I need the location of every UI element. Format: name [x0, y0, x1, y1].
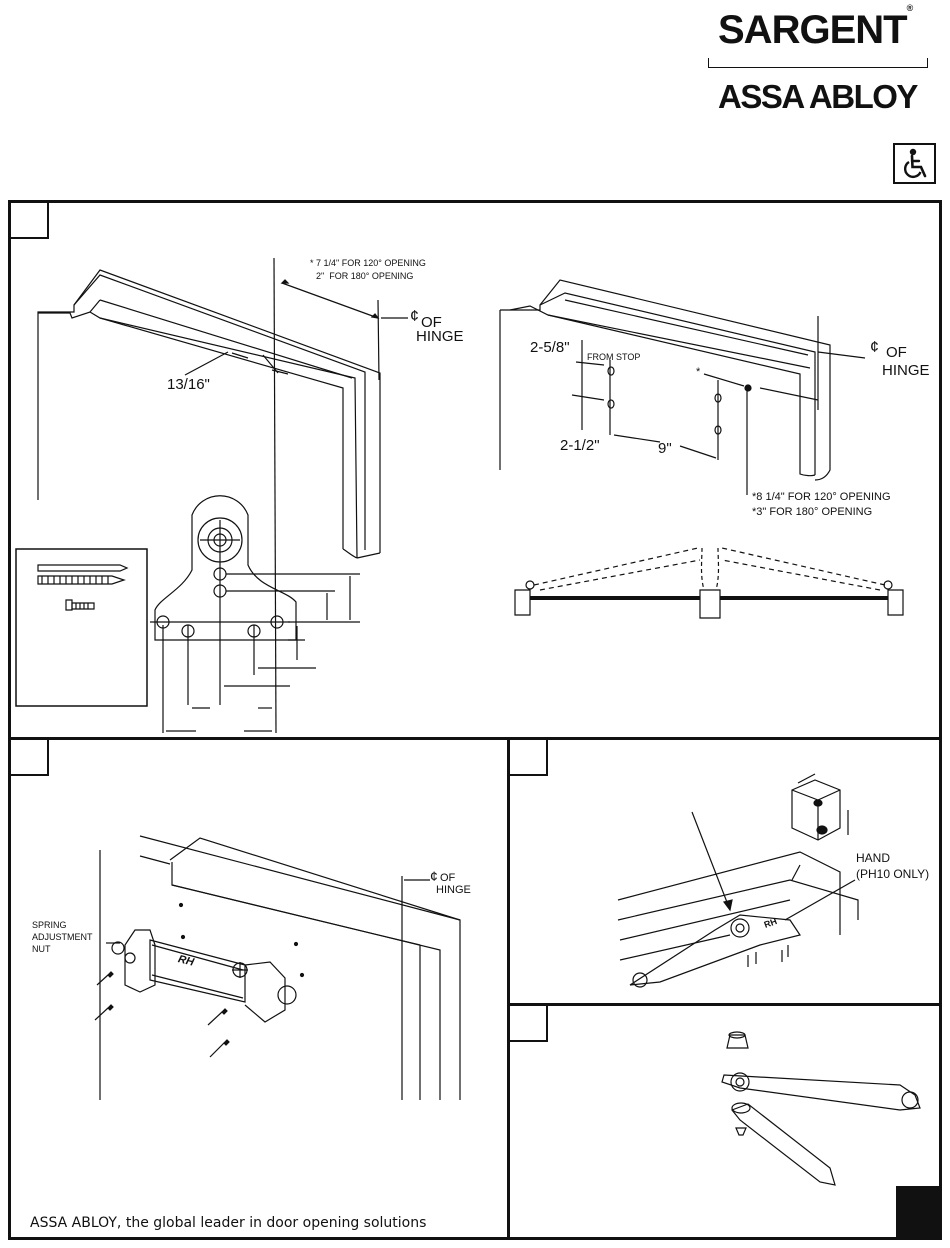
hinge-label-step2: HINGE: [436, 884, 471, 897]
centerline-symbol-right: ¢: [870, 339, 879, 357]
mounting-template: [150, 496, 360, 733]
centerline-of-step2: OF: [440, 872, 455, 885]
page-tab-marker: [896, 1186, 942, 1240]
arm-assembly-drawing: [722, 1032, 920, 1185]
dimension-9: 9": [658, 440, 672, 457]
centerline-symbol: ¢: [410, 308, 419, 326]
opening-note-right-2: *3" FOR 180° OPENING: [752, 506, 872, 519]
hinge-label-right: HINGE: [882, 362, 930, 379]
asterisk-marker: *: [696, 366, 700, 379]
spring-label-3: NUT: [32, 944, 51, 955]
dimension-2-5-8: 2-5/8": [530, 339, 570, 356]
from-stop-label: FROM STOP: [587, 352, 640, 363]
dimension-13-16: 13/16": [167, 376, 210, 393]
fastener-icons: [38, 565, 127, 610]
centerline-symbol-step2: ¢: [430, 868, 438, 884]
spring-label-1: SPRING: [32, 920, 67, 931]
centerline-of-label-right: OF: [886, 344, 907, 361]
door-closer-body: [106, 930, 296, 1022]
spring-label-2: ADJUSTMENT: [32, 932, 93, 943]
opening-note-right-1: *8 1/4" FOR 120° OPENING: [752, 491, 891, 504]
opening-note-line-2: 2" FOR 180° OPENING: [316, 271, 413, 282]
frame-drawing-left: [38, 270, 380, 558]
mounting-screws: [95, 972, 229, 1057]
bracket-block: [792, 774, 848, 840]
door-swing-diagram: [515, 548, 903, 618]
hand-label: HAND: [856, 852, 890, 866]
fastener-legend: [16, 549, 147, 706]
dimension-2-1-2: 2-1/2": [560, 437, 600, 454]
closer-mounting-drawing: [100, 836, 460, 1100]
opening-note-line-1: * 7 1/4" FOR 120° OPENING: [310, 258, 426, 269]
dimension-line: [282, 283, 378, 318]
hinge-label: HINGE: [416, 328, 464, 345]
hinge-centerline: [274, 258, 276, 733]
footer-tagline: ASSA ABLOY, the global leader in door op…: [30, 1215, 426, 1231]
ph10-only-label: (PH10 ONLY): [856, 868, 929, 882]
